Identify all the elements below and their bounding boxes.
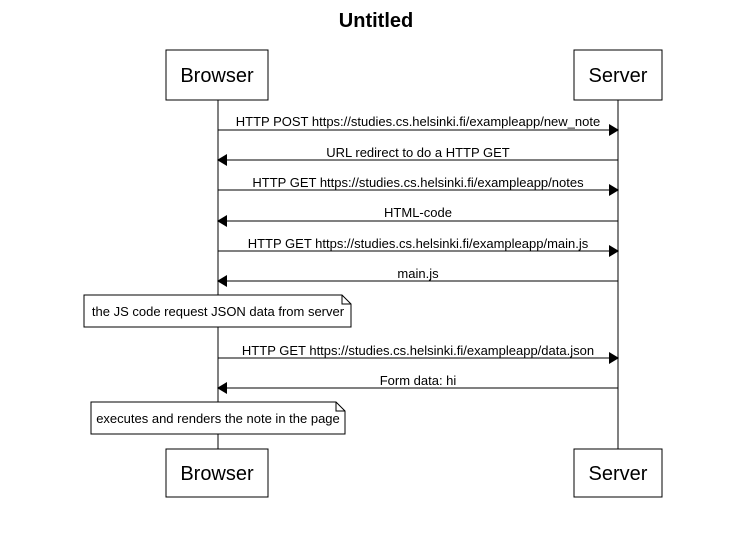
note-1: the JS code request JSON data from serve…: [83, 294, 352, 328]
message-5: HTTP GET https://studies.cs.helsinki.fi/…: [218, 236, 619, 257]
message-label: URL redirect to do a HTTP GET: [326, 145, 510, 160]
server-actor-label: Server: [589, 463, 648, 485]
note-label: the JS code request JSON data from serve…: [92, 304, 345, 319]
message-8: Form data: hi: [217, 373, 618, 394]
message-3: HTTP GET https://studies.cs.helsinki.fi/…: [218, 175, 619, 196]
browser-actor-label: Browser: [180, 65, 254, 87]
browser-actor-top: Browser: [165, 49, 269, 101]
browser-actor-bottom: Browser: [165, 448, 269, 498]
message-label: HTML-code: [384, 205, 452, 220]
server-actor-bottom: Server: [573, 448, 663, 498]
message-label: HTTP GET https://studies.cs.helsinki.fi/…: [252, 175, 584, 190]
message-1: HTTP POST https://studies.cs.helsinki.fi…: [218, 114, 619, 136]
message-label: Form data: hi: [380, 373, 457, 388]
message-7: HTTP GET https://studies.cs.helsinki.fi/…: [218, 343, 619, 364]
message-2: URL redirect to do a HTTP GET: [217, 145, 618, 166]
message-label: HTTP POST https://studies.cs.helsinki.fi…: [236, 114, 600, 129]
diagram-title: Untitled: [339, 10, 413, 32]
note-2: executes and renders the note in the pag…: [90, 401, 346, 435]
message-label: HTTP GET https://studies.cs.helsinki.fi/…: [248, 236, 589, 251]
server-actor-top: Server: [573, 49, 663, 101]
server-actor-label: Server: [589, 65, 648, 87]
message-6: main.js: [217, 266, 618, 287]
message-4: HTML-code: [217, 205, 618, 227]
note-label: executes and renders the note in the pag…: [96, 411, 340, 426]
message-label: main.js: [397, 266, 439, 281]
message-label: HTTP GET https://studies.cs.helsinki.fi/…: [242, 343, 594, 358]
browser-actor-label: Browser: [180, 463, 254, 485]
